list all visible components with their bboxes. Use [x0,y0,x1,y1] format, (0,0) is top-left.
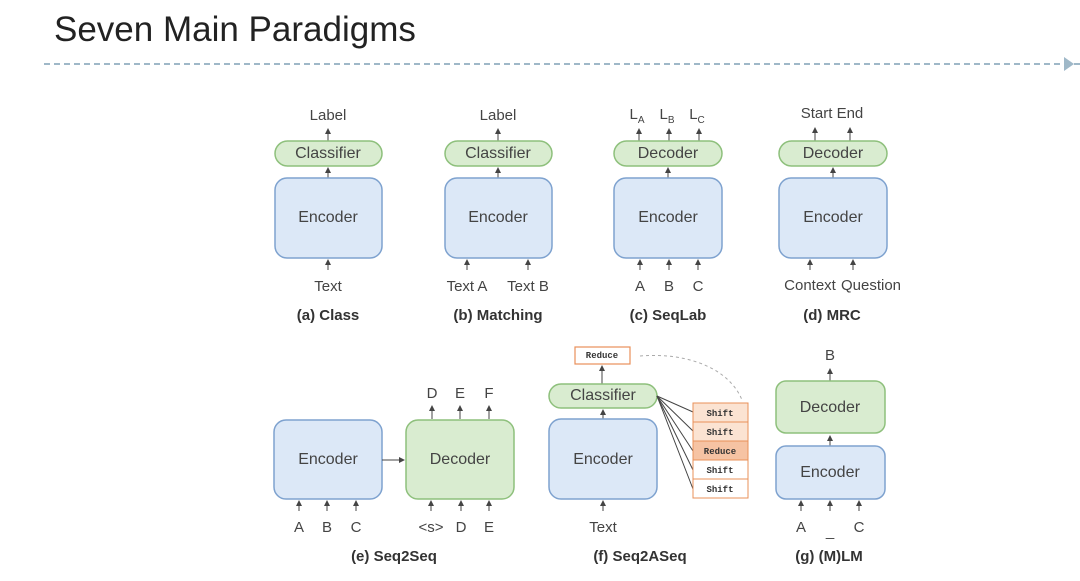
panel-c-caption: (c) SeqLab [630,307,707,324]
panel-b-label: Label [480,107,517,124]
page-title: Seven Main Paradigms [54,10,416,49]
panel-f-action-list: Shift Shift Reduce Shift Shift [692,402,749,499]
panel-g-input-a: A [796,519,806,536]
panel-b-caption: (b) Matching [453,307,542,324]
panel-b-encoder [444,177,553,259]
panel-b-encoder-label: Encoder [468,209,528,226]
panel-f-reduce-label: Reduce [586,351,618,361]
panel-g-decoder [775,380,886,434]
panel-e-dec-input-start: <s> [418,519,443,536]
panel-d-caption: (d) MRC [803,307,861,324]
panel-b-input-b: Text B [507,278,549,295]
panel-a-encoder-label: Encoder [298,209,358,226]
panel-a-label: Label [310,107,347,124]
panel-c-input-c: C [693,278,704,295]
panel-a-caption: (a) Class [297,307,360,324]
panel-g-caption: (g) (M)LM [795,548,862,565]
panel-e-output-e: E [455,385,465,402]
panel-seq2aseq: Reduce Classifier Encoder Text Shift Shi… [548,346,749,565]
panel-f-action-4: Shift [706,466,733,476]
panel-f-action-5: Shift [706,485,733,495]
panel-f-encoder-label: Encoder [573,451,633,468]
panel-f-encoder [548,418,658,500]
panel-b-classifier [444,140,553,167]
panel-e-encoder-label: Encoder [298,451,358,468]
panel-g-label: B [825,347,835,364]
panel-f-action-3: Reduce [704,447,736,457]
separator-arrow-icon [1064,57,1074,71]
panel-seqlab: LA LB LC Decoder Encoder A B C (c) SeqLa… [613,106,723,324]
panel-d-decoder [778,140,888,167]
panel-f-action-1: Shift [706,409,733,419]
panel-class: Label Classifier Encoder Text (a) Class [274,107,383,324]
panel-c-output-1: LA [629,106,644,126]
panel-c-input-b: B [664,278,674,295]
panel-a-input: Text [314,278,342,295]
panel-a-classifier [274,140,383,167]
panel-d-label: Start End [801,105,864,122]
panel-c-output-2: LB [659,106,674,126]
panel-a-encoder [274,177,383,259]
panel-f-classifier-label: Classifier [570,387,636,404]
panel-e-input-c: C [351,519,362,536]
panel-f-action-2: Shift [706,428,733,438]
panel-e-decoder-label: Decoder [430,451,491,468]
panel-f-reduce-box [574,346,631,365]
panel-d-decoder-label: Decoder [803,145,864,162]
panel-b-classifier-label: Classifier [465,145,531,162]
panel-g-input-c: C [854,519,865,536]
panel-e-output-d: D [427,385,438,402]
panel-c-input-a: A [635,278,645,295]
panel-c-encoder-label: Encoder [638,209,698,226]
panel-e-decoder [405,419,515,500]
panel-g-input-mask: _ [825,523,835,540]
panel-g-encoder [775,445,886,500]
panel-f-caption: (f) Seq2ASeq [593,548,686,565]
panel-e-output-f: F [484,385,493,402]
panel-e-dec-input-e: E [484,519,494,536]
panel-c-output-3: LC [689,106,705,126]
panel-c-decoder-label: Decoder [638,145,699,162]
panel-g-decoder-label: Decoder [800,399,861,416]
panel-mrc: Start End Decoder Encoder Context Questi… [778,105,901,324]
panel-c-encoder [613,177,723,259]
panel-a-classifier-label: Classifier [295,145,361,162]
panel-c-decoder [613,140,723,167]
panel-e-input-b: B [322,519,332,536]
panel-b-input-a: Text A [447,278,488,295]
panel-f-feedback-arrow [639,354,743,401]
panel-f-input: Text [589,519,617,536]
panel-d-input-context: Context [784,277,837,294]
panel-mlm: B Decoder Encoder A _ C (g) (M)LM [775,347,886,565]
panel-e-dec-input-d: D [456,519,467,536]
panel-g-encoder-label: Encoder [800,464,860,481]
panel-e-caption: (e) Seq2Seq [351,548,437,565]
panel-matching: Label Classifier Encoder Text A Text B (… [444,107,553,324]
panel-d-encoder-label: Encoder [803,209,863,226]
title-separator [44,63,1080,65]
panel-seq2seq: Encoder Decoder D E F A B C <s> D E (e) … [273,385,515,565]
panel-e-input-a: A [294,519,304,536]
panel-d-encoder [778,177,888,259]
panel-d-input-question: Question [841,277,901,294]
